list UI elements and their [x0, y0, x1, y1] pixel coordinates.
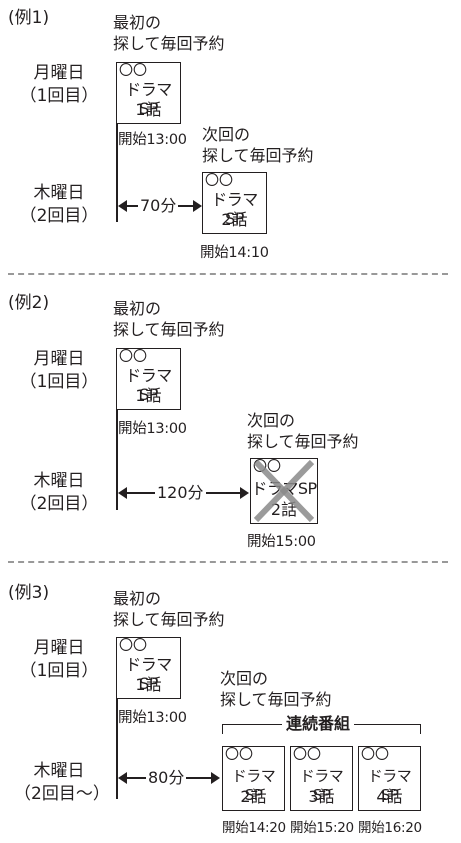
next-reservation-caption: 次回の 探して毎回予約	[220, 669, 332, 709]
day1-label: 月曜日 （1回目）	[19, 349, 99, 392]
program-box-episode-2: 〇〇 ドラマSP 2話	[222, 746, 285, 811]
program-title: ドラマSP	[125, 80, 172, 118]
next-reservation-caption: 次回の 探して毎回予約	[247, 411, 359, 451]
program-name-placeholder: 〇〇	[119, 63, 147, 79]
program-name-placeholder: 〇〇	[293, 747, 321, 763]
example-label: (例1)	[8, 8, 50, 28]
day1-label: 月曜日 （1回目）	[19, 638, 99, 681]
first-reservation-caption: 最初の 探して毎回予約	[113, 13, 225, 53]
arrow-right-icon	[193, 200, 202, 212]
program-name-placeholder: 〇〇	[225, 747, 253, 763]
cross-mark-icon	[253, 459, 315, 523]
program-title: ドラマSP	[231, 767, 276, 804]
first-reservation-caption: 最初の 探して毎回予約	[113, 299, 225, 339]
time-gap-label: 120分	[155, 483, 206, 502]
example-label: (例3)	[8, 583, 50, 603]
example-label: (例2)	[8, 293, 50, 313]
time-gap-label: 70分	[138, 196, 179, 215]
program-title: ドラマSP	[367, 767, 412, 804]
program-box-episode-1: 〇〇 ドラマSP 1話	[116, 62, 181, 124]
program-title: ドラマSP	[125, 366, 172, 404]
start-time: 開始13:00	[118, 132, 187, 148]
arrow-right-icon	[211, 772, 220, 784]
program-title: ドラマSP	[211, 190, 258, 228]
first-reservation-caption: 最初の 探して毎回予約	[113, 589, 225, 629]
episode-label: 1話	[135, 100, 162, 119]
arrow-right-icon	[240, 487, 249, 499]
program-box-episode-2-excluded: 〇〇 ドラマSP 2話	[250, 458, 318, 524]
program-box-episode-2: 〇〇 ドラマSP 2話	[202, 172, 267, 234]
separator	[8, 561, 448, 563]
time-gap-label: 80分	[146, 768, 187, 787]
separator	[8, 273, 448, 275]
day2-label: 木曜日 （2回目）	[19, 471, 99, 514]
episode-label: 4話	[376, 787, 403, 806]
timeline-line	[116, 699, 118, 799]
program-box-episode-4: 〇〇 ドラマSP 4話	[358, 746, 421, 811]
start-time: 開始15:00	[247, 534, 316, 550]
program-title: ドラマSP	[299, 767, 344, 804]
arrow-left-icon	[118, 200, 127, 212]
next-reservation-caption: 次回の 探して毎回予約	[202, 125, 314, 165]
series-group-label: 連続番組	[282, 715, 355, 733]
timeline-line	[116, 410, 118, 510]
episode-label: 1話	[135, 675, 162, 694]
start-time: 開始13:00	[118, 421, 187, 437]
day2-label: 木曜日 （2回目）	[19, 183, 99, 226]
timeline-line	[116, 124, 118, 222]
episode-label: 2話	[221, 210, 248, 229]
program-name-placeholder: 〇〇	[119, 349, 147, 365]
start-time: 開始14:10	[200, 245, 269, 261]
episode-label: 3話	[308, 787, 335, 806]
program-title: ドラマSP	[125, 655, 172, 693]
start-time: 開始13:00	[118, 710, 187, 726]
program-box-episode-1: 〇〇 ドラマSP 1話	[116, 637, 181, 699]
arrow-left-icon	[118, 487, 127, 499]
program-name-placeholder: 〇〇	[205, 173, 233, 189]
start-time: 開始14:20	[222, 820, 286, 836]
program-name-placeholder: 〇〇	[361, 747, 389, 763]
day1-label: 月曜日 （1回目）	[19, 63, 99, 106]
start-time: 開始16:20	[358, 820, 422, 836]
program-box-episode-3: 〇〇 ドラマSP 3話	[290, 746, 353, 811]
arrow-left-icon	[118, 772, 127, 784]
episode-label: 2話	[270, 500, 298, 519]
program-box-episode-1: 〇〇 ドラマSP 1話	[116, 348, 181, 410]
episode-label: 2話	[240, 787, 267, 806]
day2-label: 木曜日 （2回目〜）	[14, 761, 110, 804]
episode-label: 1話	[135, 386, 162, 405]
program-name-placeholder: 〇〇	[119, 638, 147, 654]
start-time: 開始15:20	[290, 820, 354, 836]
